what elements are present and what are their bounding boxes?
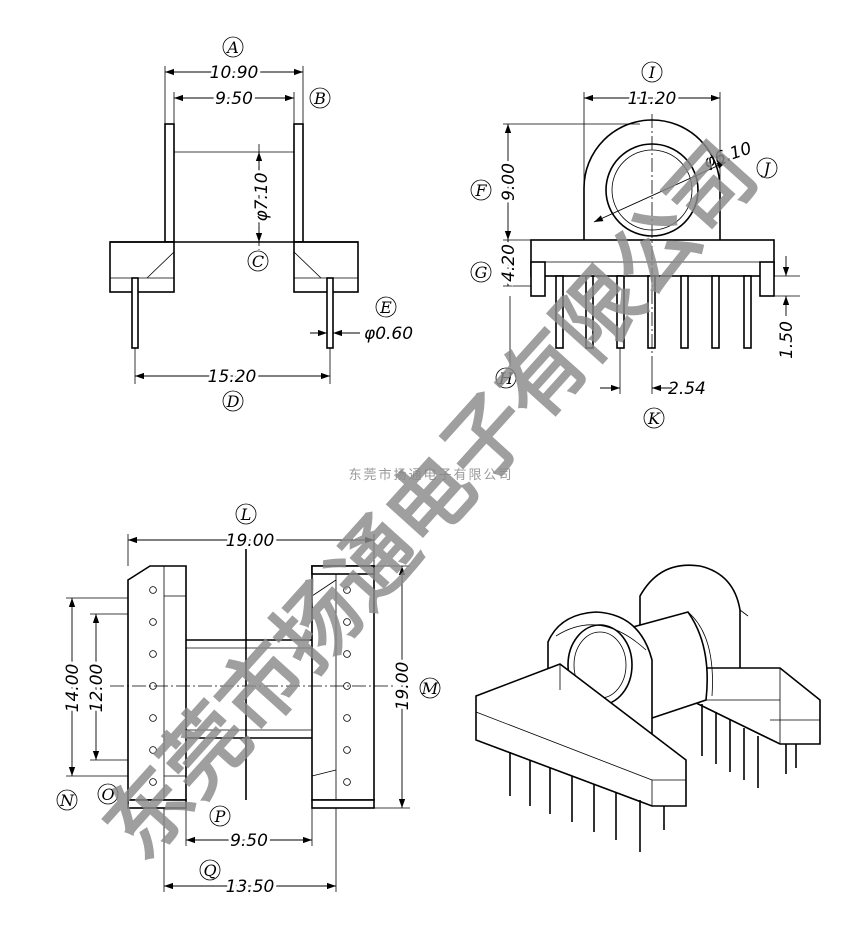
dim-overall-width: 10.90: [210, 63, 259, 83]
dim-pin-dia: φ0.60: [364, 324, 413, 344]
dim-flange-width: 11.20: [628, 89, 677, 109]
dim-pin-pitch: 2.54: [668, 379, 706, 399]
label-h: H: [498, 369, 514, 388]
label-a: A: [225, 38, 239, 57]
dim-inner-width: 9.50: [215, 89, 253, 109]
label-l: L: [240, 505, 252, 524]
side-view: [503, 92, 800, 394]
dim-overall-length: 19.00: [226, 531, 275, 551]
dim-overall-width-plan: 19.00: [393, 662, 413, 711]
label-q: Q: [203, 861, 216, 880]
label-o: O: [101, 785, 114, 804]
label-f: F: [474, 181, 487, 200]
label-d: D: [226, 392, 240, 411]
label-p: P: [214, 807, 226, 826]
label-c: C: [252, 252, 264, 271]
dim-inner-width-plan: 9.50: [230, 831, 268, 851]
label-i: I: [648, 63, 656, 82]
plan-view: [66, 534, 410, 892]
dim-inner-length: 12.00: [87, 664, 107, 713]
dim-flange-height: 9.00: [499, 163, 519, 201]
label-m: M: [421, 679, 439, 698]
dim-pin-span: 15.20: [208, 367, 257, 387]
front-view: [109, 66, 360, 384]
label-circles-front: [222, 36, 397, 412]
isometric-view: [475, 564, 821, 852]
label-b: B: [313, 89, 326, 108]
label-circles-side: [470, 61, 778, 429]
dim-pin-row-length: 14.00: [63, 664, 83, 713]
label-n: N: [59, 791, 75, 810]
label-e: E: [379, 298, 392, 317]
watermark-small: 东莞市扬通电子有限公司: [348, 467, 513, 483]
label-circles-plan: [56, 503, 441, 881]
dim-base-height: 4.20: [499, 244, 519, 282]
label-j: J: [761, 159, 772, 178]
label-k: K: [647, 409, 661, 428]
label-g: G: [475, 263, 488, 282]
dim-outer-width-plan: 13.50: [226, 877, 275, 897]
dim-bore-dia: φ7.10: [252, 172, 272, 221]
dim-pin-step: 1.50: [777, 321, 797, 359]
